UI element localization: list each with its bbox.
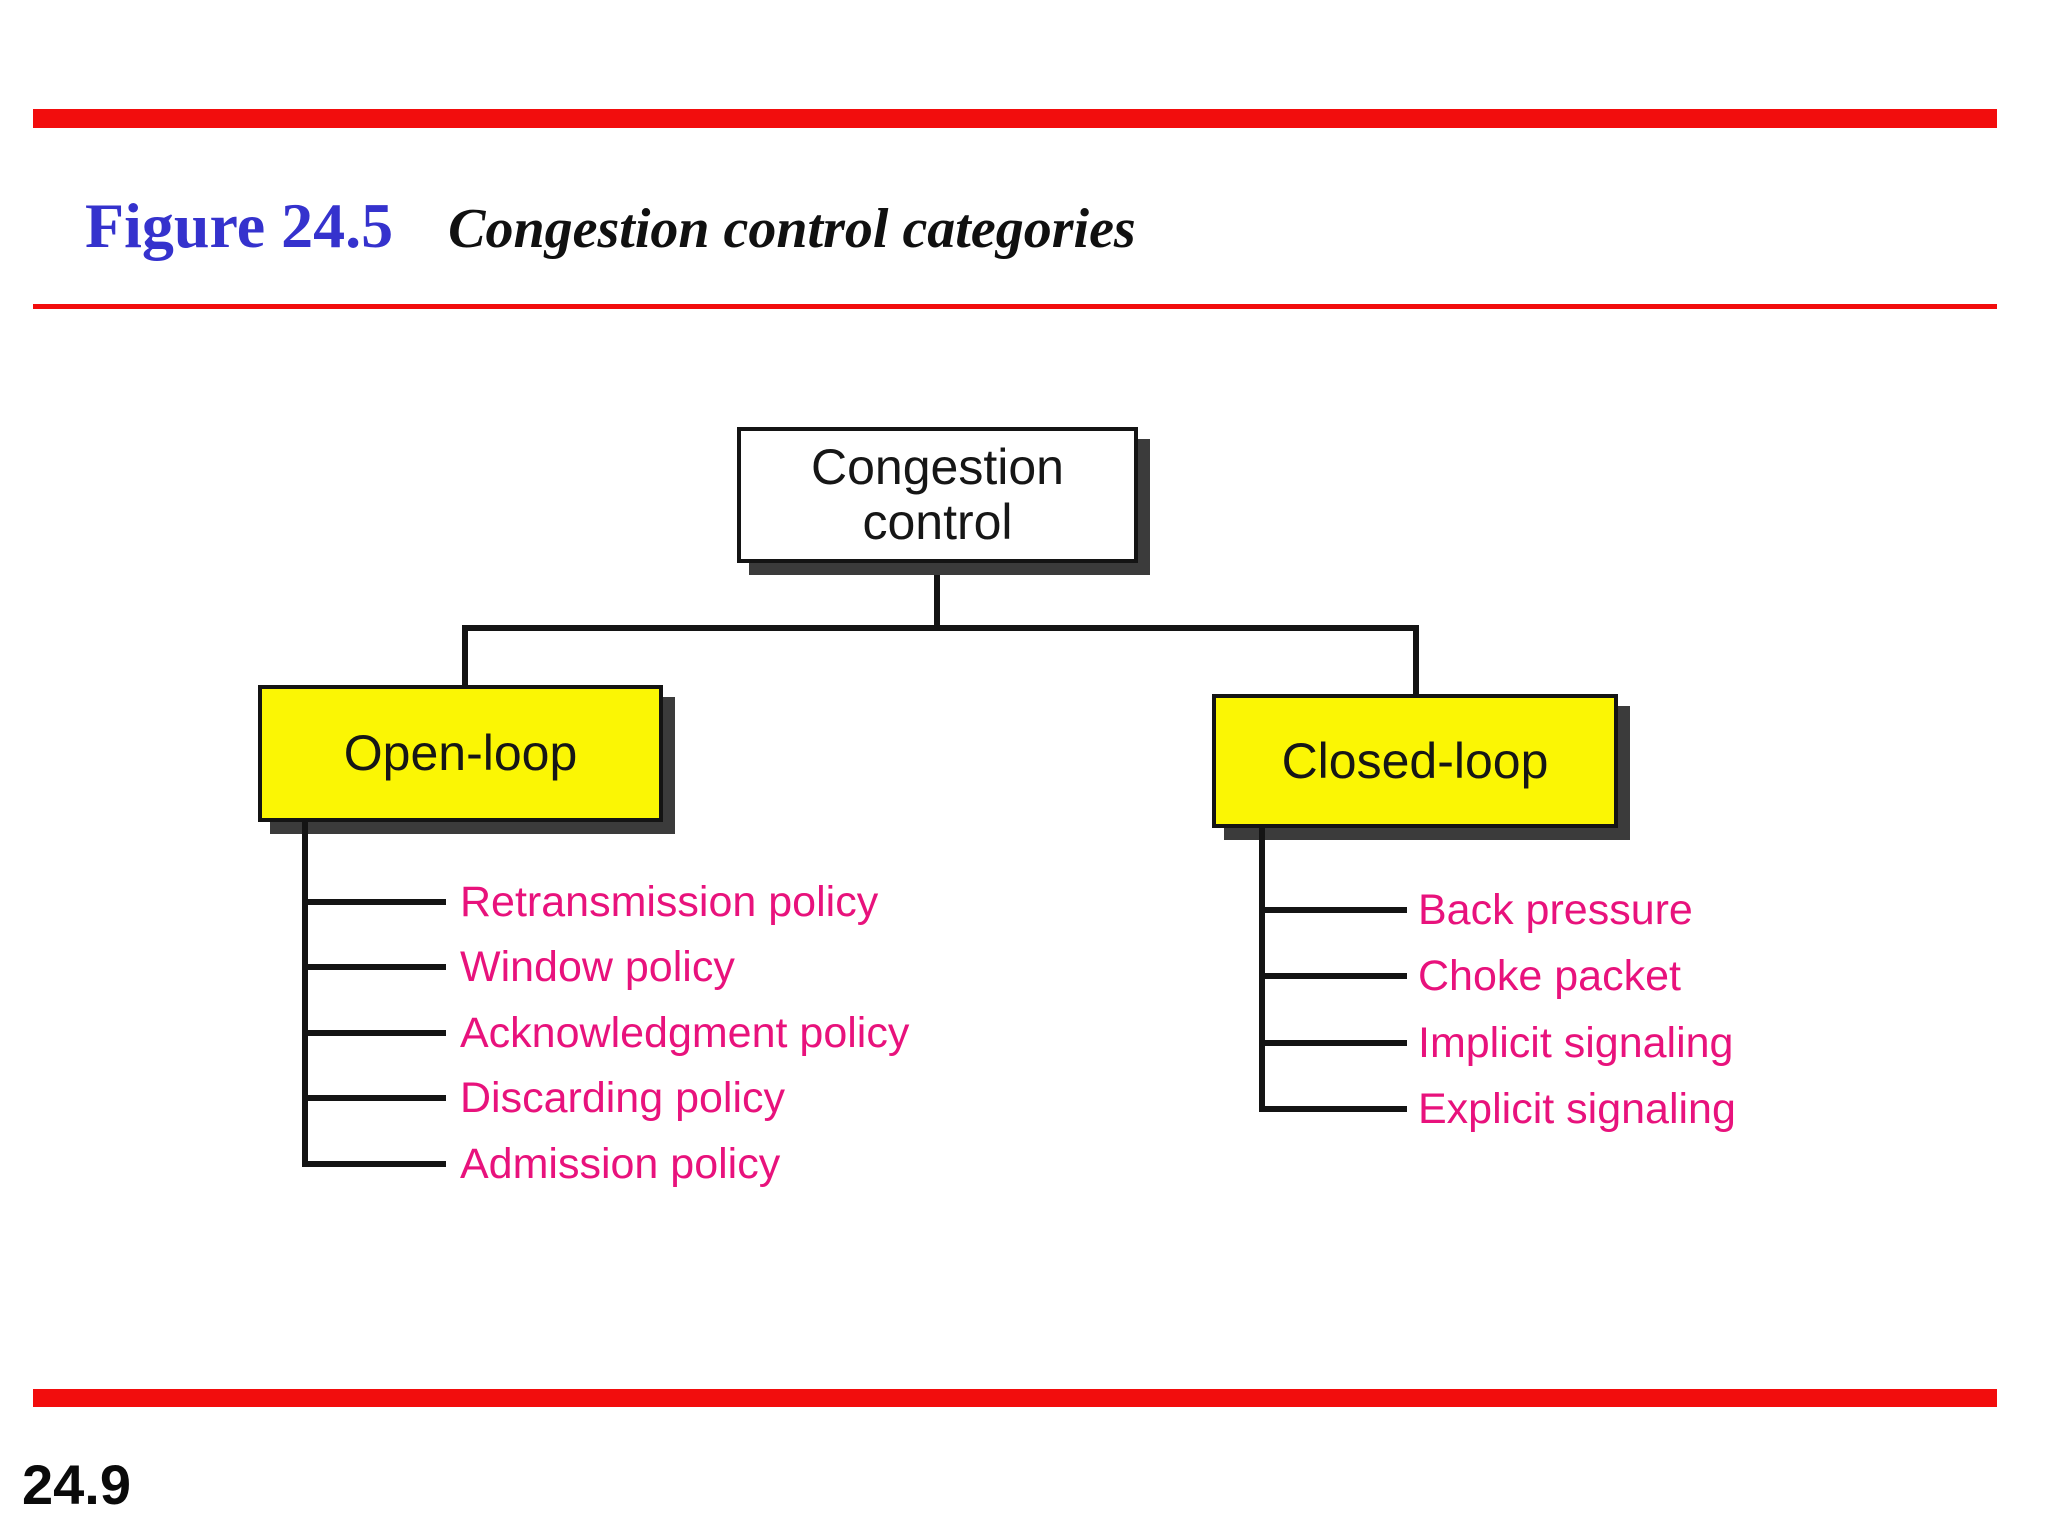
open-loop-item: Acknowledgment policy [460,1009,910,1057]
closed-loop-trunk-line [1259,826,1265,1112]
open-loop-item: Retransmission policy [460,878,879,926]
page-number: 24.9 [22,1453,131,1516]
closed-loop-tick-1 [1259,907,1407,913]
closed-loop-node: Closed-loop [1212,694,1618,828]
top-red-rule [33,109,1997,128]
root-node-label: Congestion control [811,439,1064,550]
closed-loop-drop-line [1413,628,1419,697]
open-loop-label: Open-loop [343,725,578,781]
closed-loop-tick-2 [1259,973,1407,979]
closed-loop-item: Choke packet [1418,952,1681,1000]
open-loop-tick-4 [302,1095,446,1101]
open-loop-tick-5 [302,1161,446,1167]
open-loop-item: Admission policy [460,1140,781,1188]
open-loop-item: Window policy [460,943,735,991]
closed-loop-tick-3 [1259,1040,1407,1046]
horizontal-connector-line [462,625,1419,631]
closed-loop-item: Implicit signaling [1418,1019,1734,1067]
open-loop-tick-3 [302,1030,446,1036]
figure-title: Figure 24.5 Congestion control categorie… [85,194,1136,258]
figure-number-label: Figure 24.5 [85,190,394,261]
open-loop-tick-1 [302,899,446,905]
open-loop-drop-line [462,628,468,688]
closed-loop-tick-4 [1259,1106,1407,1112]
figure-caption: Congestion control categories [448,198,1136,260]
bottom-red-rule [33,1389,1997,1407]
open-loop-node: Open-loop [258,685,663,822]
closed-loop-label: Closed-loop [1281,732,1549,789]
open-loop-tick-2 [302,964,446,970]
title-underline-rule [33,304,1997,309]
open-loop-item: Discarding policy [460,1074,786,1122]
closed-loop-item: Explicit signaling [1418,1085,1736,1133]
open-loop-trunk-line [302,820,308,1167]
closed-loop-item: Back pressure [1418,886,1693,934]
root-stub-line [934,561,940,628]
root-node-congestion-control: Congestion control [737,427,1138,563]
